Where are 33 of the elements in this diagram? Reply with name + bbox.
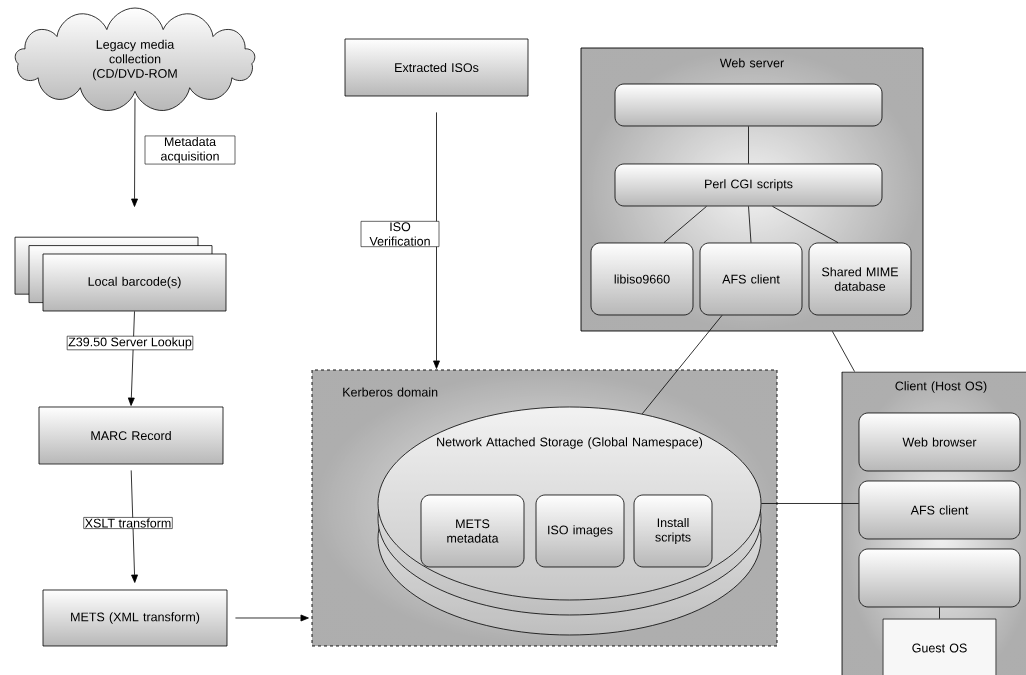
- edge-label: XSLT transform: [83, 517, 173, 529]
- stacked-cards: Local barcode(s): [14, 236, 227, 312]
- edge-label: Z39.50 Server Lookup: [66, 335, 194, 351]
- component-box: ISO images: [535, 494, 625, 568]
- component-box: AFS client: [699, 242, 803, 316]
- component-box: [858, 548, 1021, 608]
- arrow: [130, 470, 138, 583]
- process-box: Guest OS: [882, 618, 997, 675]
- edge-label: ISO Verification: [360, 221, 440, 247]
- process-box: MARC Record: [38, 406, 224, 465]
- arrow: [131, 98, 138, 207]
- arrow: [235, 614, 309, 622]
- component-box: Install scripts: [633, 494, 713, 568]
- arrow: [433, 112, 440, 369]
- process-box: METS (XML transform): [42, 589, 228, 647]
- component-box: AFS client: [858, 480, 1021, 540]
- connector-line: [761, 503, 859, 504]
- component-box: Web browser: [858, 412, 1021, 472]
- connector-line: [663, 206, 707, 243]
- component-box: Shared MIME database: [808, 242, 912, 316]
- component-box: libiso9660: [590, 242, 694, 316]
- connector-line: [748, 126, 749, 164]
- connector-line: [772, 206, 839, 243]
- process-box: Extracted ISOs: [344, 38, 529, 97]
- connector-line: [939, 607, 940, 619]
- connector-line: [641, 315, 723, 415]
- connector-line: [748, 206, 752, 243]
- component-box: [614, 83, 883, 127]
- edge-label: Metadata acquisition: [144, 135, 236, 165]
- connector-line: [832, 331, 855, 372]
- arrow: [127, 311, 135, 406]
- component-box: Perl CGI scripts: [614, 163, 883, 207]
- component-box: METS metadata: [420, 494, 525, 568]
